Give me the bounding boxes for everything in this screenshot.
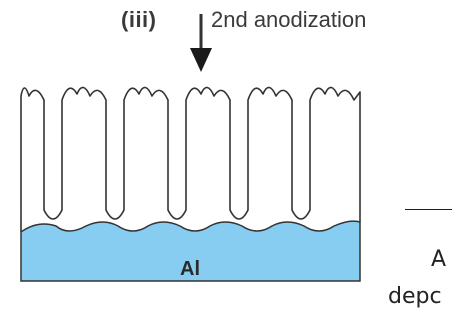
step-label: (iii)	[121, 7, 157, 32]
aluminum-substrate	[20, 220, 361, 282]
substrate-label: Al	[180, 258, 200, 280]
process-label: 2nd anodization	[211, 7, 367, 32]
porous-alumina-layer	[20, 86, 361, 232]
cropped-divider-line	[405, 209, 452, 210]
cropped-text-fragment: depc	[388, 284, 442, 309]
cropped-text-fragment: A	[431, 247, 447, 272]
down-arrow-head	[190, 48, 212, 72]
